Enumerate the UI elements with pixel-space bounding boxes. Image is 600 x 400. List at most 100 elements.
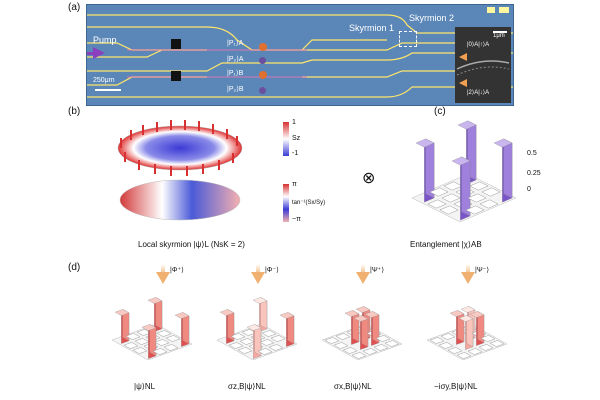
pump-arrow-icon bbox=[93, 47, 105, 59]
chip-micrograph: |P₁⟩A |P₂⟩A |P₁⟩B |P₂⟩B Skyrmion 1 Skyrm… bbox=[86, 4, 514, 106]
chart-bar bbox=[270, 335, 286, 342]
chart-bar bbox=[132, 347, 148, 354]
chart-bar-top bbox=[252, 297, 268, 304]
skyrmion-figure bbox=[117, 120, 243, 221]
phase-max-tick: π bbox=[292, 181, 297, 188]
chart-bar bbox=[228, 342, 244, 349]
chart-bar bbox=[333, 342, 349, 349]
label-pump: Pump bbox=[93, 35, 117, 45]
chart-bar bbox=[342, 347, 358, 354]
bell-chart-phi-plus bbox=[111, 297, 193, 361]
state-arrow-stem bbox=[161, 264, 165, 273]
chart-bar-top bbox=[415, 138, 435, 148]
chart-bar bbox=[165, 335, 181, 342]
sz-min-tick: -1 bbox=[292, 150, 299, 157]
pump-arrow-stem bbox=[87, 52, 95, 55]
chart-bar bbox=[438, 342, 454, 349]
chart-bar bbox=[152, 348, 168, 355]
caption-entanglement: Entanglement |χ⟩AB bbox=[410, 240, 482, 249]
state-label-phi-plus: |Φ⁺⟩ bbox=[170, 267, 184, 274]
chart-bar-top bbox=[460, 306, 476, 313]
inset-label-top: |0⟩A|↑⟩A bbox=[467, 42, 490, 48]
chart-bar bbox=[456, 352, 472, 359]
chart-bar bbox=[465, 205, 485, 215]
chart-bar-top bbox=[451, 156, 471, 166]
c-tick-0: 0.5 bbox=[527, 150, 537, 157]
chart-bar bbox=[257, 348, 273, 355]
c-tick-1: 0.25 bbox=[527, 170, 541, 177]
chart-bar-top bbox=[219, 309, 235, 316]
chart-bar-top bbox=[147, 297, 163, 304]
chart-bar bbox=[469, 181, 489, 191]
chart-bar bbox=[439, 205, 459, 215]
chart-bar-top bbox=[458, 315, 474, 322]
chart-bar bbox=[427, 199, 447, 209]
state-label-phi-minus: |Φ⁻⟩ bbox=[265, 267, 279, 274]
chart-bar bbox=[479, 199, 499, 209]
inset-scale-bar bbox=[493, 31, 507, 33]
state-label-psi-plus: |Ψ⁺⟩ bbox=[370, 267, 385, 274]
state-arrow-stem bbox=[256, 264, 260, 273]
chart-bar bbox=[156, 330, 172, 337]
label-skyrmion1: Skyrmion 1 bbox=[349, 23, 395, 33]
chart-bar bbox=[259, 339, 275, 346]
panel-label-a: (a) bbox=[68, 2, 81, 13]
phase-min-tick: −π bbox=[292, 216, 301, 223]
waveguide-layout bbox=[87, 7, 513, 98]
sz-max-tick: 1 bbox=[292, 119, 296, 126]
mode-arrow-icon bbox=[459, 79, 467, 87]
state-arrow-icon bbox=[156, 272, 170, 284]
chart-bar-top bbox=[469, 311, 485, 318]
chart-bar bbox=[489, 340, 505, 347]
chart-bar bbox=[324, 337, 340, 344]
chart-bar bbox=[480, 335, 496, 342]
chart-bar bbox=[125, 333, 141, 340]
state-arrow-stem bbox=[466, 264, 470, 273]
chart-bar-side bbox=[503, 138, 513, 199]
chart-bar bbox=[362, 348, 378, 355]
chart-bar-top bbox=[344, 310, 360, 317]
chart-bar bbox=[335, 333, 351, 340]
label-p2b: |P₂⟩B bbox=[227, 86, 244, 93]
chart-bar bbox=[447, 347, 463, 354]
mode-arrow-icon bbox=[459, 53, 467, 61]
caption-psi-nl: |ψ⟩NL bbox=[134, 382, 156, 391]
chart-bar-side bbox=[461, 156, 471, 217]
scale-bar bbox=[95, 89, 121, 91]
caption-sigma-y: −iσy,B|ψ⟩NL bbox=[434, 382, 478, 391]
panel-label-d: (d) bbox=[68, 262, 81, 273]
state-arrow-icon bbox=[251, 272, 265, 284]
label-p1b: |P₁⟩B bbox=[227, 70, 244, 77]
caption-sigma-x: σx,B|ψ⟩NL bbox=[334, 382, 372, 391]
chart-bar bbox=[373, 344, 389, 351]
chart-bar bbox=[230, 333, 246, 340]
chart-bar bbox=[429, 337, 445, 344]
chart-bar-top bbox=[457, 120, 477, 130]
chart-bar bbox=[154, 339, 170, 346]
chart-bar-top bbox=[493, 138, 513, 148]
scale-bar-label: 250μm bbox=[93, 77, 115, 84]
chart-bar-top bbox=[364, 311, 380, 318]
chart-bar bbox=[467, 348, 483, 355]
chart-bar bbox=[375, 335, 391, 342]
chart-bar-top bbox=[114, 309, 130, 316]
chart-bar bbox=[123, 342, 139, 349]
entanglement-chart bbox=[411, 120, 517, 223]
ring-resonator-icon bbox=[259, 87, 266, 94]
tensor-product-icon: ⊗ bbox=[362, 170, 376, 187]
ring-resonator-icon bbox=[259, 71, 267, 79]
zoom-box bbox=[399, 31, 417, 47]
label-p2a: |P₂⟩A bbox=[227, 56, 244, 63]
chart-bar-top bbox=[246, 324, 262, 331]
inset-scale-label: 1μm bbox=[493, 33, 505, 39]
chart-bar-top bbox=[174, 312, 190, 319]
sz-colorbar bbox=[283, 122, 289, 156]
panel-label-c: (c) bbox=[434, 106, 446, 117]
bell-chart-phi-minus bbox=[216, 297, 298, 361]
ring-resonator-icon bbox=[259, 57, 266, 64]
chart-bar-top bbox=[353, 315, 369, 322]
bell-chart-psi-minus bbox=[426, 306, 508, 361]
chart-bar bbox=[268, 344, 284, 351]
caption-sigma-z: σz,B|ψ⟩NL bbox=[228, 382, 266, 391]
state-label-psi-minus: |Ψ⁻⟩ bbox=[475, 267, 490, 274]
